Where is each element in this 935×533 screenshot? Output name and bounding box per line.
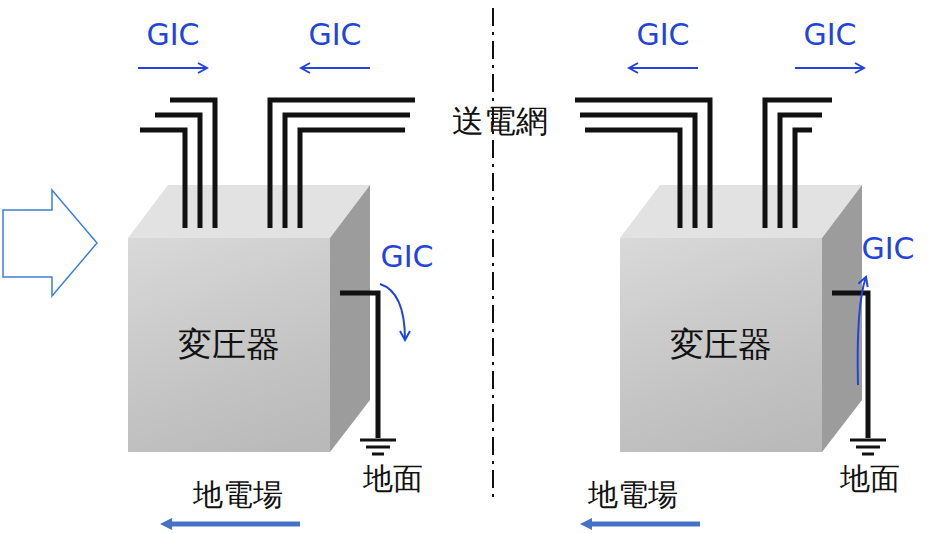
current-label: GIC [803,18,856,51]
current-label: GIC [308,18,361,51]
cube-side [822,185,862,452]
divider-line [492,8,494,500]
ground-label: 地面 [363,462,423,495]
transformer-box: 変圧器 [128,238,330,452]
current-label: GIC [146,18,199,51]
field-arrow [168,522,700,527]
transformer-label: 変圧器 [670,322,772,368]
cube-side [330,185,370,452]
cube-top [128,185,370,238]
transformer-box: 変圧器 [620,238,822,452]
transformer-label: 変圧器 [178,322,280,368]
current-label: GIC [636,18,689,51]
power-lines [140,100,832,228]
grid-label: 送電網 [452,104,548,139]
input-arrow [3,190,97,296]
field-label: 地電場 [193,478,283,511]
ground-label: 地面 [840,462,900,495]
current-label: GIC [380,240,433,273]
gic-arrow [138,68,866,385]
cube-top [620,185,862,238]
current-label: GIC [861,232,914,265]
field-label: 地電場 [588,478,678,511]
